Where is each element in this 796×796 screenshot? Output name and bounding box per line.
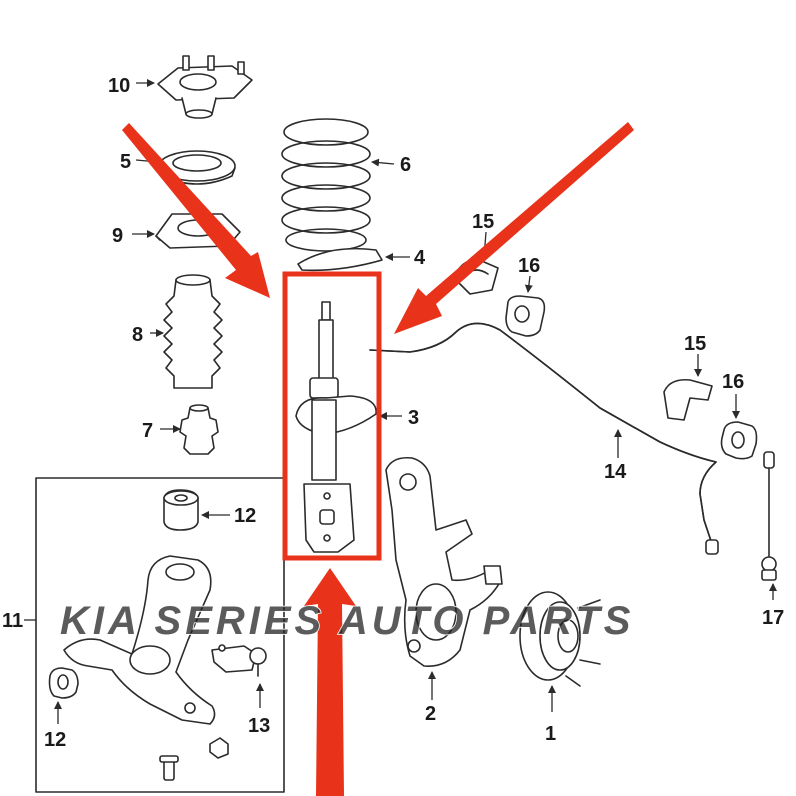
part-5-strut-bearing bbox=[158, 150, 236, 185]
lower-arm-group-box bbox=[35, 477, 285, 793]
highlight-arrow-bottom bbox=[304, 568, 356, 796]
part-16b-stabilizer-bushing bbox=[720, 421, 758, 460]
part-6-coil-spring bbox=[281, 118, 371, 252]
leader-6 bbox=[371, 158, 395, 167]
callout-10: 10 bbox=[108, 75, 130, 97]
callout-4: 4 bbox=[414, 247, 426, 269]
hardware-nut-bolt bbox=[159, 737, 229, 781]
part-12-lower-arm-bushing bbox=[163, 489, 199, 531]
callout-16a: 16 bbox=[518, 255, 540, 277]
callout-15b: 15 bbox=[684, 333, 706, 355]
part-8-dust-boot bbox=[163, 274, 223, 389]
part-4-spring-pad bbox=[297, 247, 383, 272]
part-1-wheel-hub bbox=[519, 591, 601, 687]
callout-2: 2 bbox=[425, 703, 436, 725]
callout-12b: 12 bbox=[44, 729, 66, 751]
callout-13: 13 bbox=[248, 715, 270, 737]
lower-control-arm bbox=[63, 555, 216, 725]
strut-highlight-box bbox=[282, 271, 382, 561]
part-15b-stabilizer-bracket bbox=[663, 378, 713, 421]
callout-8: 8 bbox=[132, 324, 143, 346]
part-14-stabilizer-bar bbox=[369, 322, 719, 555]
callout-3: 3 bbox=[408, 407, 419, 429]
strut-highlight-overlay bbox=[122, 122, 634, 796]
part-7-bump-stop bbox=[179, 404, 219, 455]
callout-5: 5 bbox=[120, 151, 131, 173]
part-16a-stabilizer-bushing bbox=[505, 295, 546, 337]
callout-1: 1 bbox=[545, 723, 556, 745]
callout-15a: 15 bbox=[472, 211, 494, 233]
callout-11: 11 bbox=[2, 610, 23, 632]
highlight-arrow-left bbox=[122, 123, 270, 298]
part-12-front-bushing bbox=[48, 667, 79, 699]
part-13-ball-joint bbox=[211, 644, 267, 677]
callout-6: 6 bbox=[400, 154, 411, 176]
part-17-stabilizer-link bbox=[761, 451, 777, 581]
callout-14: 14 bbox=[604, 461, 627, 483]
part-2-steering-knuckle bbox=[385, 456, 503, 667]
part-10-strut-mount bbox=[157, 55, 253, 119]
callout-12a: 12 bbox=[234, 505, 256, 527]
highlight-arrow-right bbox=[394, 122, 634, 334]
part-3-strut-assembly bbox=[295, 301, 377, 553]
callout-9: 9 bbox=[112, 225, 123, 247]
leader-16a bbox=[524, 275, 533, 293]
callout-7: 7 bbox=[142, 420, 153, 442]
watermark-text: KIA SERIES AUTO PARTS bbox=[60, 599, 634, 643]
callout-16b: 16 bbox=[722, 371, 744, 393]
callout-17: 17 bbox=[762, 607, 784, 629]
